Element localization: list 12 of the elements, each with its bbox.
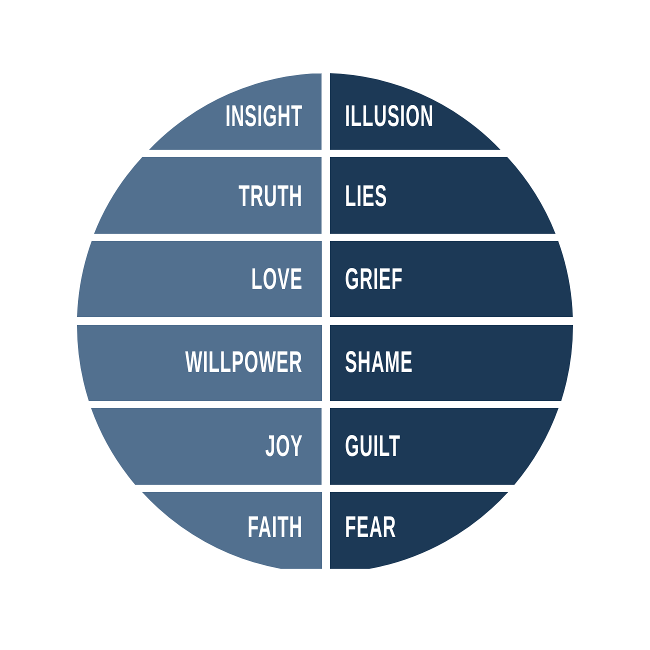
segment-label: GUILT — [345, 432, 401, 462]
segment-label: GRIEF — [345, 265, 403, 296]
segment-label: FEAR — [345, 512, 396, 543]
segment-label: LIES — [345, 182, 388, 212]
segment-label: FAITH — [248, 512, 303, 543]
segment-label: INSIGHT — [226, 102, 303, 132]
segment-label: TRUTH — [239, 182, 303, 212]
segment-label: LOVE — [252, 265, 303, 296]
segment-label: WILLPOWER — [186, 348, 303, 378]
segment-label: JOY — [265, 432, 303, 462]
segment-label: ILLUSION — [345, 102, 434, 132]
segment-label: SHAME — [345, 348, 413, 378]
